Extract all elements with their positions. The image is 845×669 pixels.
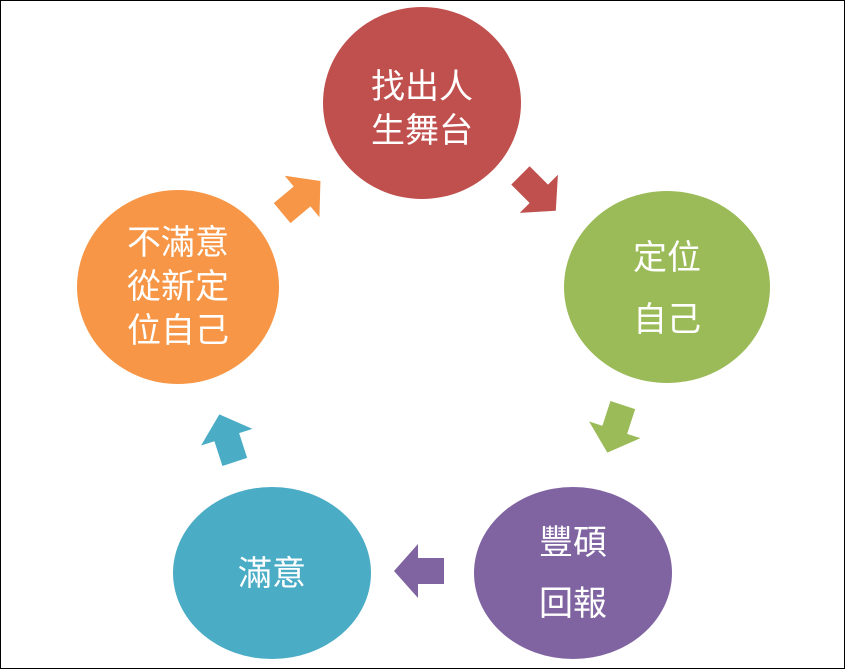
node-satisfied-line-1: 滿意 <box>238 554 306 594</box>
node-rich-reward: 豐碩 回報 <box>474 487 672 659</box>
node-find-life-stage-line-2: 生舞台 <box>371 111 473 151</box>
node-position-self: 定位 自己 <box>564 191 770 383</box>
node-position-self-line-1: 定位 <box>633 238 701 278</box>
node-dissatisfied-reposition: 不滿意 從新定 位自己 <box>77 190 279 384</box>
node-find-life-stage-line-1: 找出人 <box>371 67 473 107</box>
node-position-self-line-2: 自己 <box>633 300 701 340</box>
arrow-position-to-reward <box>589 401 641 453</box>
arrow-reward-to-satisfied <box>394 544 444 598</box>
node-dissatisfied-reposition-line-1: 不滿意 <box>127 223 229 263</box>
node-dissatisfied-reposition-line-3: 位自己 <box>127 311 229 351</box>
node-satisfied: 滿意 <box>173 487 371 659</box>
node-find-life-stage: 找出人 生舞台 <box>323 7 521 199</box>
node-rich-reward-line-2: 回報 <box>539 584 607 624</box>
arrow-satisfied-to-reposition <box>201 414 253 466</box>
node-dissatisfied-reposition-line-2: 從新定 <box>127 267 229 307</box>
arrow-reposition-to-stage <box>273 175 321 224</box>
node-rich-reward-line-1: 豐碩 <box>539 523 607 563</box>
arrow-stage-to-position <box>511 166 558 213</box>
